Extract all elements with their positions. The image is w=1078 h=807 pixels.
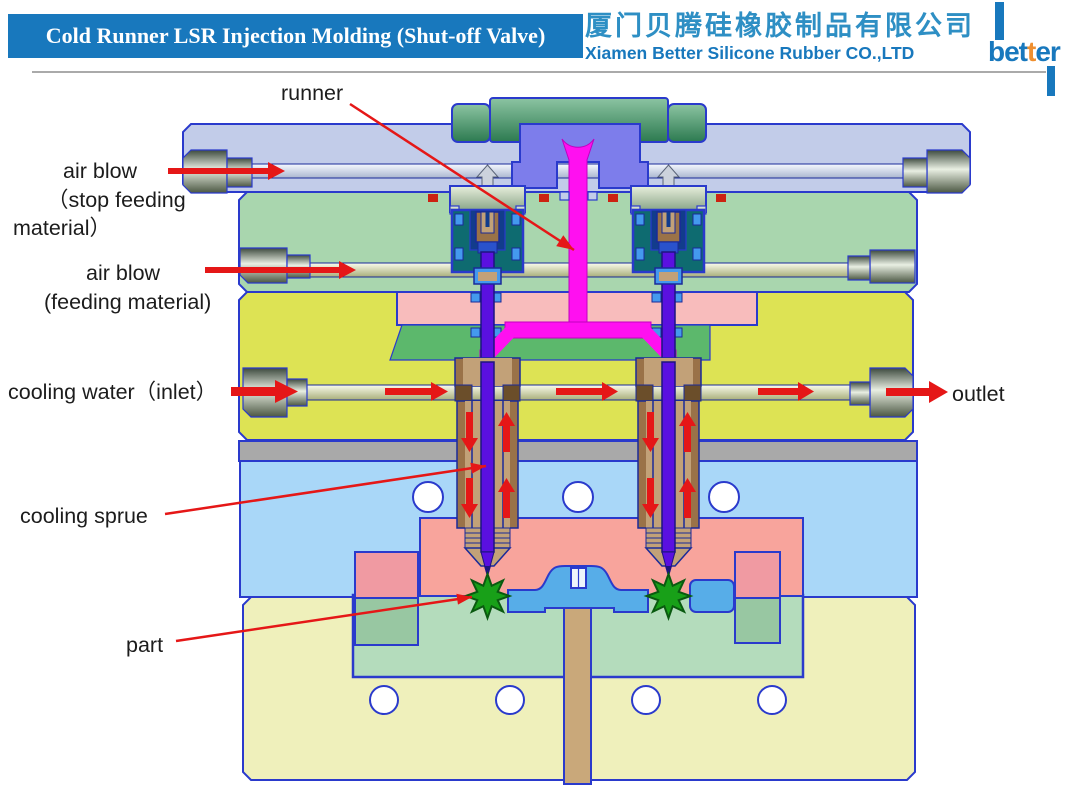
company-name-chinese: 厦门贝腾硅橡胶制品有限公司	[585, 11, 975, 41]
leader-lines	[164, 102, 575, 643]
logo-wordmark: better	[988, 36, 1061, 68]
guide-bushing-right	[734, 551, 781, 644]
better-logo: better	[985, 0, 1078, 100]
company-header: 厦门贝腾硅橡胶制品有限公司 Xiamen Better Silicone Rub…	[585, 10, 985, 64]
molded-part-left	[462, 571, 513, 621]
support-column	[563, 607, 592, 785]
logo-bar-bottom	[1047, 66, 1055, 96]
title-banner: Cold Runner LSR Injection Molding (Shut-…	[8, 14, 583, 58]
label-runner: runner	[281, 81, 343, 105]
logo-bar-top	[995, 2, 1004, 40]
label-outlet: outlet	[952, 382, 1005, 406]
guide-bushing-left	[354, 551, 419, 646]
label-air-blow-feed: air blow	[86, 261, 161, 285]
label-air-blow-stop-line3: material）	[13, 216, 111, 240]
flow-arrows	[168, 162, 948, 403]
bolt-holes-upper	[412, 481, 740, 513]
diagram-labels: runner air blow （stop feeding material） …	[8, 81, 1005, 657]
company-name-english: Xiamen Better Silicone Rubber CO.,LTD	[585, 43, 915, 63]
logo-text-orange-t: t	[1027, 36, 1036, 67]
shut-off-valve-assembly	[449, 164, 526, 363]
logo-text-post: er	[1035, 36, 1060, 67]
molded-part-right	[645, 573, 692, 619]
label-cooling-sprue: cooling sprue	[20, 504, 148, 528]
mold-cavity-core	[507, 565, 735, 613]
spacer-plate	[238, 440, 918, 462]
seal-marks	[428, 191, 726, 202]
cooling-flow-arrows	[461, 412, 515, 518]
cold-runner	[479, 138, 677, 363]
label-air-blow-stop-line2: （stop feeding	[47, 188, 186, 212]
bolt-holes-lower	[369, 685, 787, 715]
label-part: part	[126, 633, 163, 657]
logo-text-pre: bet	[988, 36, 1028, 67]
page-title: Cold Runner LSR Injection Molding (Shut-…	[45, 23, 546, 48]
header-divider	[32, 71, 1046, 73]
label-cooling-water-inlet: cooling water（inlet）	[8, 380, 217, 404]
label-air-blow-stop: air blow	[63, 159, 138, 183]
cold-runner-nozzle-right	[635, 357, 702, 579]
bolt-marks	[470, 292, 683, 338]
label-air-blow-feed-line2: (feeding material)	[44, 290, 211, 314]
